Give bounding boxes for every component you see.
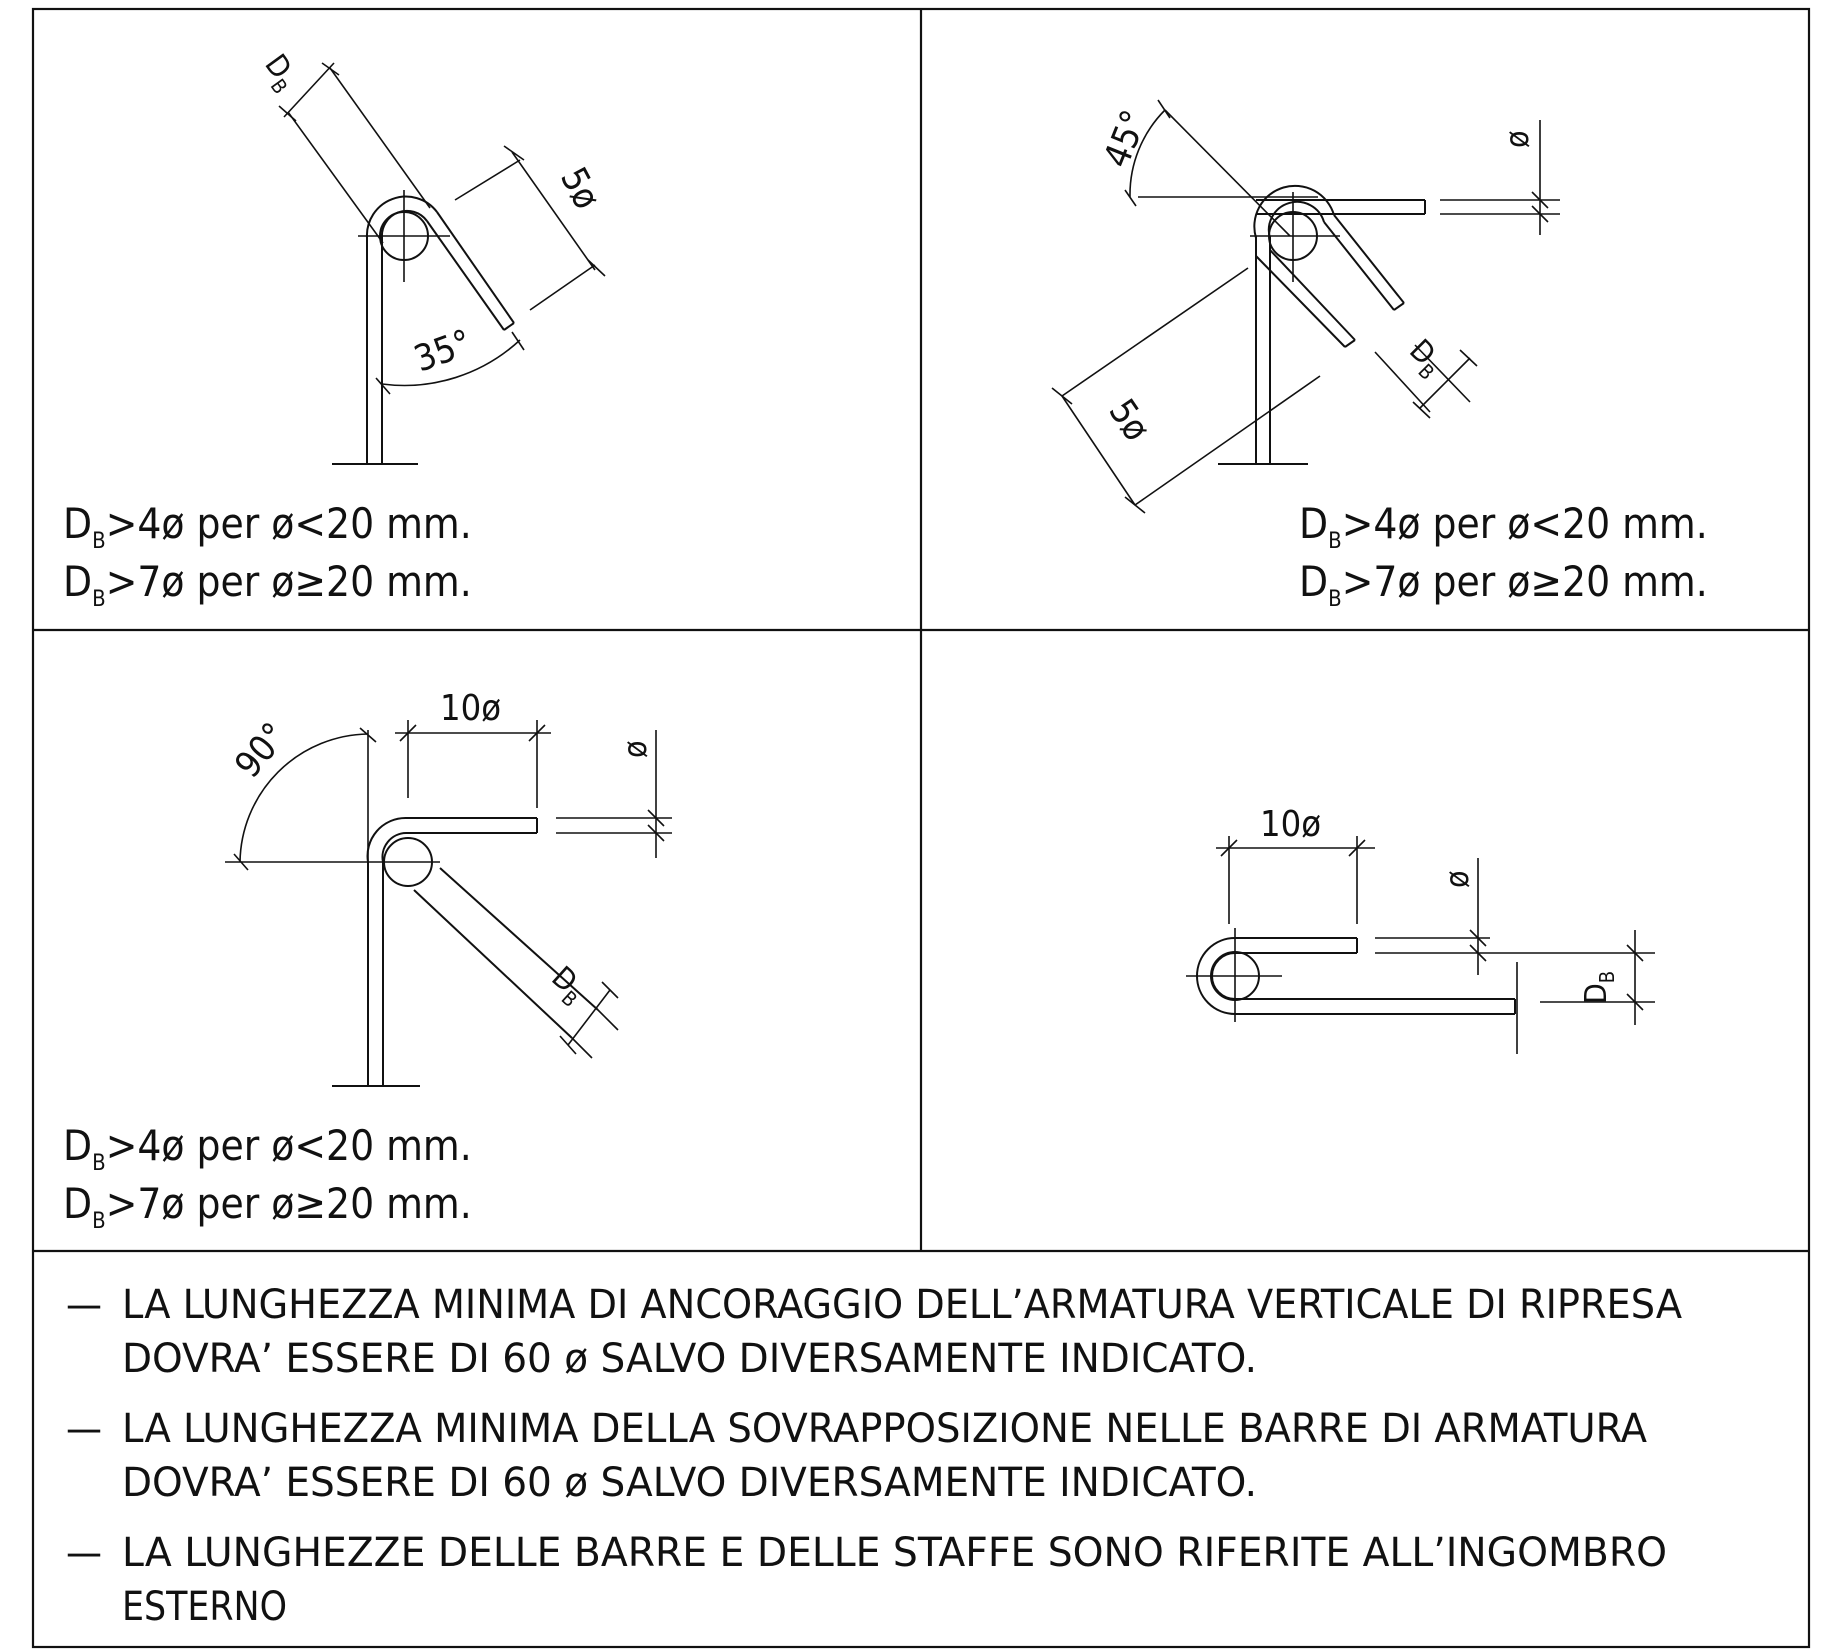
angle-label: 90° [227,715,295,785]
angle-dimension [375,331,525,395]
bend-diameter-dimension [559,981,619,1059]
note-2: — LA LUNGHEZZA MINIMA DELLA SOVRAPPOSIZI… [66,1406,1647,1506]
rule-line-2: DB>7ø per ø≥20 mm. [1299,557,1708,612]
rebar-hook-45 [1218,184,1426,465]
diameter-dimension [1440,120,1560,235]
panel-hook-45deg: 45° ø DB 5ø DB>4ø per ø<20 mm. DB>7ø per [1051,99,1708,612]
rebar-hook-180 [1186,928,1518,1054]
length-dimension [1051,267,1321,514]
length-label: 5ø [552,161,607,216]
note-3: — LA LUNGHEZZE DELLE BARRE E DELLE STAFF… [66,1530,1667,1630]
panel-hook-35deg: DB 5ø 35° DB>4ø per ø<20 mm. DB>7ø per ø… [63,48,607,612]
diameter-label: ø [616,740,654,758]
bend-diameter-dimension [278,62,431,244]
note-line: LA LUNGHEZZA MINIMA DELLA SOVRAPPOSIZION… [122,1406,1647,1452]
note-dash: — [66,1282,102,1328]
note-line: DOVRA’ ESSERE DI 60 ø SALVO DIVERSAMENTE… [122,1460,1257,1506]
rebar-hook-90 [225,816,599,1087]
angle-dimension [233,727,377,871]
panel-hook-180deg: 10ø ø DB [1186,804,1655,1054]
diameter-label: ø [1498,130,1536,148]
angle-dimension [1124,99,1318,237]
note-line: ESTERNO [122,1584,287,1630]
length-label: 5ø [1101,392,1158,448]
notes-section: — LA LUNGHEZZA MINIMA DI ANCORAGGIO DELL… [66,1282,1682,1630]
bend-diameter-label: DB [1399,333,1451,385]
bend-diameter-dimension [1374,344,1478,419]
rule-line-1: DB>4ø per ø<20 mm. [63,1121,472,1176]
rule-line-2: DB>7ø per ø≥20 mm. [63,1179,472,1234]
note-1: — LA LUNGHEZZA MINIMA DI ANCORAGGIO DELL… [66,1282,1682,1382]
length-dimension [1216,836,1375,924]
length-label: 10ø [440,688,501,729]
diameter-dimension [556,730,672,858]
diameter-label: ø [1438,870,1476,888]
note-dash: — [66,1530,102,1576]
diameter-dimension [1375,858,1490,975]
bend-diameter-label: DB [541,960,592,1012]
length-dimension [395,720,551,808]
rule-line-1: DB>4ø per ø<20 mm. [63,499,472,554]
note-line: DOVRA’ ESSERE DI 60 ø SALVO DIVERSAMENTE… [122,1336,1257,1382]
length-label: 10ø [1260,804,1321,845]
panel-hook-90deg: 90° 10ø ø DB DB>4ø per ø<20 mm. DB>7ø pe… [63,688,672,1234]
note-line: LA LUNGHEZZE DELLE BARRE E DELLE STAFFE … [122,1530,1667,1576]
rule-line-1: DB>4ø per ø<20 mm. [1299,499,1708,554]
length-dimension [454,145,606,311]
angle-label: 35° [409,322,477,380]
rule-line-2: DB>7ø per ø≥20 mm. [63,557,472,612]
bend-diameter-label: DB [1579,971,1619,1004]
note-line: LA LUNGHEZZA MINIMA DI ANCORAGGIO DELL’A… [122,1282,1682,1328]
sheet-frame [31,7,1811,1649]
bend-diameter-dimension [1490,930,1655,1025]
note-dash: — [66,1406,102,1452]
bend-diameter-label: DB [253,48,305,98]
rebar-hook-35 [332,190,515,465]
angle-label: 45° [1096,105,1156,174]
